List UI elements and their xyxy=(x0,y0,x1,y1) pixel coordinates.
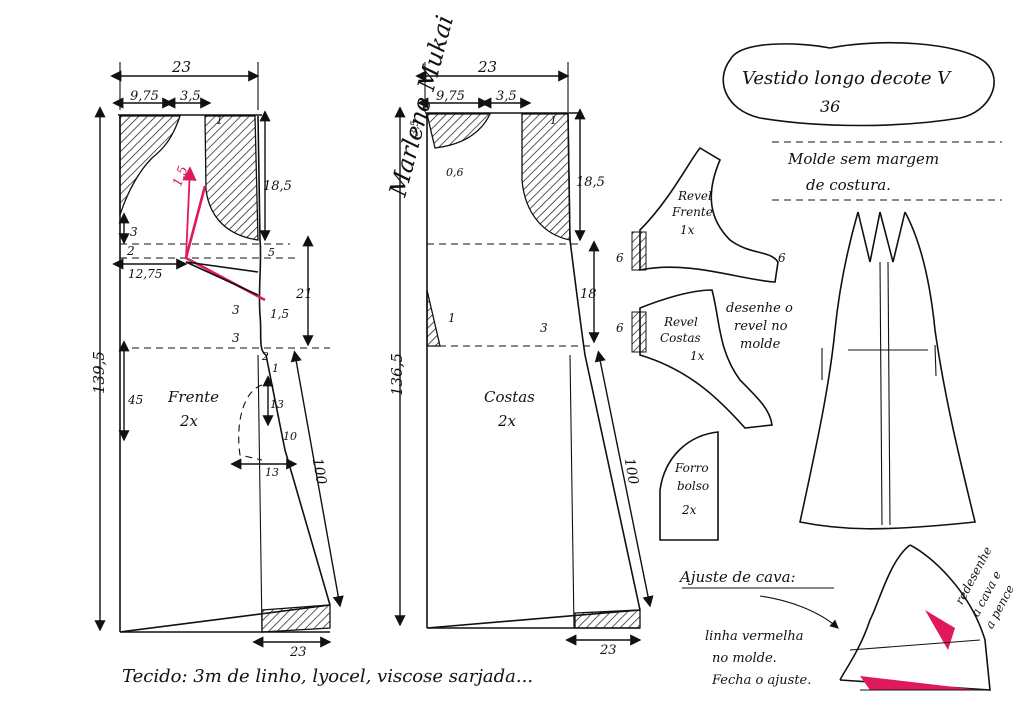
back-neckdrop-label: 3,5 xyxy=(410,120,421,136)
back-shoulder-label: 3,5 xyxy=(496,89,517,104)
front-facing-qty: 1x xyxy=(680,223,695,237)
front-pocket13b-label: 13 xyxy=(265,466,279,479)
front-hem-hatch xyxy=(261,604,331,633)
back-m3-label: 3 xyxy=(540,321,548,335)
title-bubble xyxy=(722,41,995,127)
fabric-note: Tecido: 3m de linho, lyocel, viscose sar… xyxy=(122,666,533,687)
back-side-label: 18 xyxy=(580,287,597,302)
armhole-fit-diagram: Ajuste de cava: redesenhe a cava e a pen… xyxy=(678,544,1017,691)
front-pocket13a-label: 13 xyxy=(270,398,284,411)
back-hem-hatch xyxy=(574,609,641,629)
back-label: Costas xyxy=(484,388,535,406)
back-facing-name2: Costas xyxy=(660,331,701,345)
back-facing-w: 6 xyxy=(616,321,624,335)
front-facing-name2: Frente xyxy=(671,205,713,219)
back-total-label: 136,5 xyxy=(388,353,406,396)
title-line2: 36 xyxy=(820,97,840,116)
back-neck-hatch xyxy=(426,113,492,149)
front-qty: 2x xyxy=(179,412,199,430)
front-dart15-label: 1,5 xyxy=(270,307,289,321)
front-armhole-label: 18,5 xyxy=(263,179,292,194)
subtitle-line2: de costura. xyxy=(806,176,891,194)
front-m2-label: 2 xyxy=(126,244,135,258)
dress-sketch xyxy=(799,211,976,530)
front-bust-label: 12,75 xyxy=(128,267,162,281)
back-armhole-hatch xyxy=(521,113,571,241)
front-pocket1-label: 1 xyxy=(272,362,279,375)
front-m5-label: 5 xyxy=(268,246,275,259)
front-facing-w2: 6 xyxy=(778,251,786,265)
back-facing-name: Revel xyxy=(663,315,698,329)
back-armhole-label: 18,5 xyxy=(576,175,605,190)
back-skirt-label: 100 xyxy=(621,457,641,486)
front-width-label: 23 xyxy=(171,58,191,76)
subtitle-line1: Molde sem margem xyxy=(787,150,939,168)
front-shoulder-label: 3,5 xyxy=(180,89,201,104)
back-width-label: 23 xyxy=(477,58,497,76)
front-facing-name: Revel xyxy=(677,189,712,203)
back-neck-label: 9,75 xyxy=(436,89,465,104)
front-facing: Revel Frente 1x 6 6 xyxy=(616,146,786,283)
front-hip-label: 45 xyxy=(127,393,143,407)
front-neckline-hatch xyxy=(119,115,181,216)
front-dart-red-label: 1,5 xyxy=(170,164,191,189)
back-facing-note-1: revel no xyxy=(734,319,788,334)
back-m1b-label: 1 xyxy=(550,114,557,127)
title-line1: Vestido longo decote V xyxy=(742,68,952,89)
pocket-lining: Forro bolso 2x xyxy=(659,431,719,541)
fit-note-2: Fecha o ajuste. xyxy=(711,673,811,688)
front-pocket2-label: 2 xyxy=(261,350,269,363)
fit-note-0: linha vermelha xyxy=(705,629,804,644)
back-m1-label: 1 xyxy=(448,311,456,325)
front-pocket10-label: 10 xyxy=(283,430,297,443)
front-label: Frente xyxy=(167,388,219,406)
front-waist-label: 21 xyxy=(295,287,313,302)
front-m1-label: 1 xyxy=(216,114,223,127)
front-skirt-label: 100 xyxy=(309,457,329,486)
front-armhole-hatch xyxy=(204,115,259,241)
front-facing-w: 6 xyxy=(616,251,624,265)
front-total-label: 139,5 xyxy=(90,351,108,394)
back-d06-label: 0,6 xyxy=(446,166,464,179)
back-piece: 23 9,75 3,5 0,6 3,5 18,5 18 3 1 1 136,5 … xyxy=(388,58,654,658)
front-m3c-label: 3 xyxy=(232,331,240,345)
back-facing-note-0: desenhe o xyxy=(726,301,793,316)
front-m3a-label: 3 xyxy=(130,225,138,239)
front-hem-label: 23 xyxy=(289,645,307,660)
front-piece: 23 9,75 3,5 1,5 18,5 3 xyxy=(90,58,344,660)
back-hem-label: 23 xyxy=(599,643,617,658)
back-facing: Revel Costas 1x 6 desenhe o revel no mol… xyxy=(616,289,793,429)
back-qty: 2x xyxy=(497,412,517,430)
front-neck-label: 9,75 xyxy=(130,89,159,104)
fit-note-1: no molde. xyxy=(712,651,777,666)
pocket-qty: 2x xyxy=(681,503,697,517)
pocket-name: Forro xyxy=(674,461,709,475)
back-facing-qty: 1x xyxy=(690,349,705,363)
pocket-name2: bolso xyxy=(677,479,709,493)
back-facing-note-2: molde xyxy=(740,337,781,352)
fit-title: Ajuste de cava: xyxy=(678,568,796,586)
front-m3b-label: 3 xyxy=(232,303,240,317)
